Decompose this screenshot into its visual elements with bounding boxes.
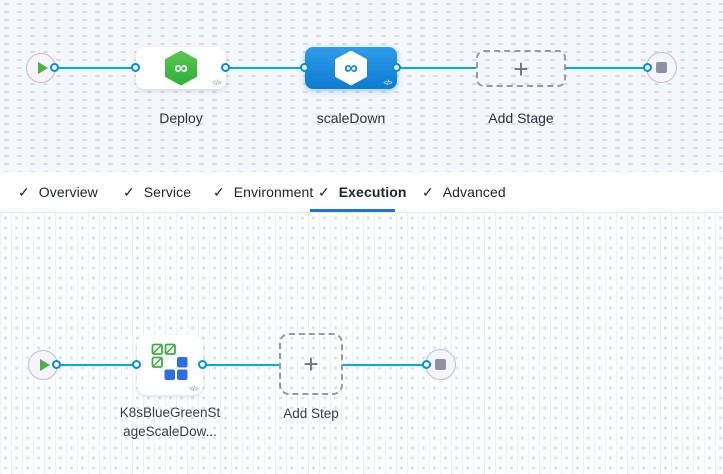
connector-dot xyxy=(300,63,309,72)
check-icon: ✓ xyxy=(123,183,135,200)
connector-dot xyxy=(198,360,207,369)
code-icon: </> xyxy=(189,386,198,393)
edge-deploy-scaledown xyxy=(226,67,305,69)
tab-label: Overview xyxy=(38,184,98,200)
play-icon xyxy=(37,62,48,74)
add-stage-label: Add Stage xyxy=(488,110,554,126)
edge-scaledown-addstage xyxy=(397,67,476,69)
step-label-line2: ageScaleDow... xyxy=(123,424,217,439)
connector-dot xyxy=(392,63,401,72)
harness-infinity-icon: ∞ xyxy=(344,57,358,79)
add-stage-button[interactable]: + xyxy=(476,50,566,87)
stage-card-deploy[interactable]: ∞ </> xyxy=(136,47,226,89)
check-icon: ✓ xyxy=(213,183,225,200)
stage-config-tabbar: ✓ Overview ✓ Service ✓ Environment ✓ Exe… xyxy=(0,172,723,213)
connector-dot xyxy=(50,63,59,72)
connector-dot xyxy=(221,63,230,72)
code-icon: </> xyxy=(212,80,221,87)
stop-icon xyxy=(435,359,446,370)
tab-label: Advanced xyxy=(442,184,506,200)
edge-addstep-end xyxy=(343,364,427,366)
check-icon: ✓ xyxy=(18,183,30,200)
add-step-label: Add Step xyxy=(283,406,339,421)
k8s-bluegreen-scaledown-icon xyxy=(151,343,188,380)
stage-graph-canvas[interactable]: ∞ </> ∞ </> + Deploy scaleDown Add Stage xyxy=(0,0,723,172)
code-icon: </> xyxy=(383,80,392,87)
tab-label: Execution xyxy=(338,184,407,200)
check-icon: ✓ xyxy=(422,183,434,200)
stop-icon xyxy=(656,62,667,73)
plus-icon: + xyxy=(303,349,319,379)
edge-start-step xyxy=(57,364,138,366)
connector-dot xyxy=(52,360,61,369)
stage-label-deploy: Deploy xyxy=(159,110,203,126)
connector-dot xyxy=(132,360,141,369)
tab-label: Service xyxy=(143,184,192,200)
execution-end-node xyxy=(425,349,456,380)
active-tab-underline xyxy=(310,209,395,212)
connector-dot xyxy=(643,63,652,72)
edge-addstage-end xyxy=(566,67,648,69)
edge-step-addstep xyxy=(203,364,280,366)
tab-overview[interactable]: ✓ Overview xyxy=(18,172,98,212)
harness-infinity-icon: ∞ xyxy=(174,57,188,79)
tab-service[interactable]: ✓ Service xyxy=(123,172,191,212)
connector-dot xyxy=(422,360,431,369)
execution-graph-canvas[interactable]: </> + K8sBlueGreenSt ageScaleDow... Add … xyxy=(0,213,723,474)
edge-start-deploy xyxy=(55,67,136,69)
step-label: K8sBlueGreenSt ageScaleDow... xyxy=(110,403,230,441)
plus-icon: + xyxy=(513,53,529,84)
tab-environment[interactable]: ✓ Environment xyxy=(213,172,313,212)
step-label-line1: K8sBlueGreenSt xyxy=(119,405,221,420)
stage-card-scaledown[interactable]: ∞ </> xyxy=(305,47,397,89)
step-card-k8s-bluegreen-scaledown[interactable]: </> xyxy=(137,335,203,395)
play-icon xyxy=(39,359,50,371)
check-icon: ✓ xyxy=(318,183,330,200)
stage-label-scaledown: scaleDown xyxy=(316,110,386,126)
tab-label: Environment xyxy=(233,184,314,200)
tab-advanced[interactable]: ✓ Advanced xyxy=(422,172,506,212)
tab-execution[interactable]: ✓ Execution xyxy=(318,172,407,212)
add-step-button[interactable]: + xyxy=(279,333,343,395)
cd-stage-icon: ∞ xyxy=(165,50,197,86)
connector-dot xyxy=(131,63,140,72)
cd-stage-icon: ∞ xyxy=(335,50,367,86)
